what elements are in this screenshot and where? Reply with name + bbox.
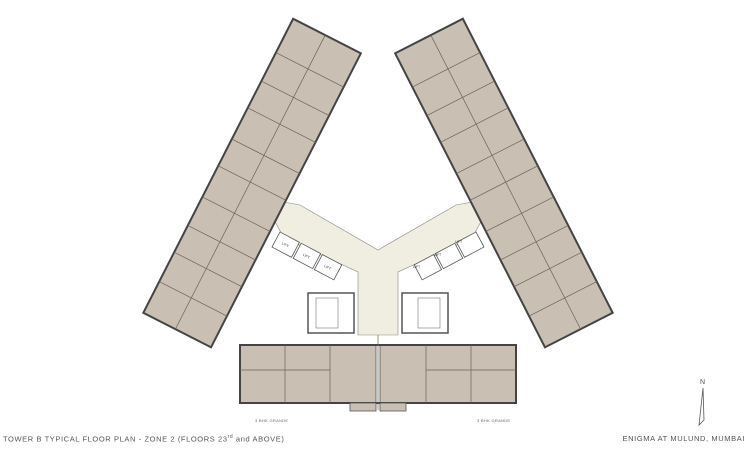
room-partition — [247, 107, 316, 143]
room-partition — [275, 52, 344, 88]
room-partition — [412, 52, 481, 88]
left-wing — [141, 17, 363, 349]
room-partition — [187, 225, 256, 261]
room-partition — [202, 196, 271, 232]
right-wing — [393, 17, 615, 349]
room-partition — [485, 196, 554, 232]
svg-text:LIFT: LIFT — [323, 264, 332, 271]
room-partition — [456, 138, 525, 174]
room-partition — [440, 107, 509, 143]
lift-lobby: LIFT LIFT LIFT LIFT LIFT LIFT — [271, 231, 485, 281]
room-partition — [159, 281, 228, 317]
room-partition — [426, 80, 495, 116]
stair-cores — [307, 292, 449, 334]
svg-text:LIFT: LIFT — [302, 253, 311, 260]
room-partition — [500, 225, 569, 261]
room-partition — [513, 251, 582, 288]
svg-text:3 BHK GRANDE: 3 BHK GRANDE — [255, 418, 288, 423]
svg-text:3 BHK GRANDE: 3 BHK GRANDE — [477, 418, 510, 423]
room-partition — [469, 165, 538, 201]
central-corridor — [261, 197, 495, 336]
svg-text:N: N — [700, 379, 705, 386]
plan-title: TOWER B TYPICAL FLOOR PLAN - ZONE 2 (FLO… — [3, 434, 285, 444]
room-partition — [174, 251, 243, 288]
svg-text:LIFT: LIFT — [455, 240, 463, 244]
room-partition — [261, 80, 330, 116]
room-partition — [231, 138, 300, 174]
north-arrow-icon: N — [698, 379, 705, 427]
svg-text:LIFT: LIFT — [434, 253, 442, 257]
room-partition — [528, 281, 597, 317]
svg-text:LIFT: LIFT — [281, 241, 290, 248]
project-name: ENIGMA AT MULUND, MUMBAI — [622, 434, 745, 443]
room-partition — [218, 165, 287, 201]
bottom-units: 3 BHK GRANDE 3 BHK GRANDE — [239, 335, 517, 423]
svg-text:LIFT: LIFT — [413, 265, 421, 269]
